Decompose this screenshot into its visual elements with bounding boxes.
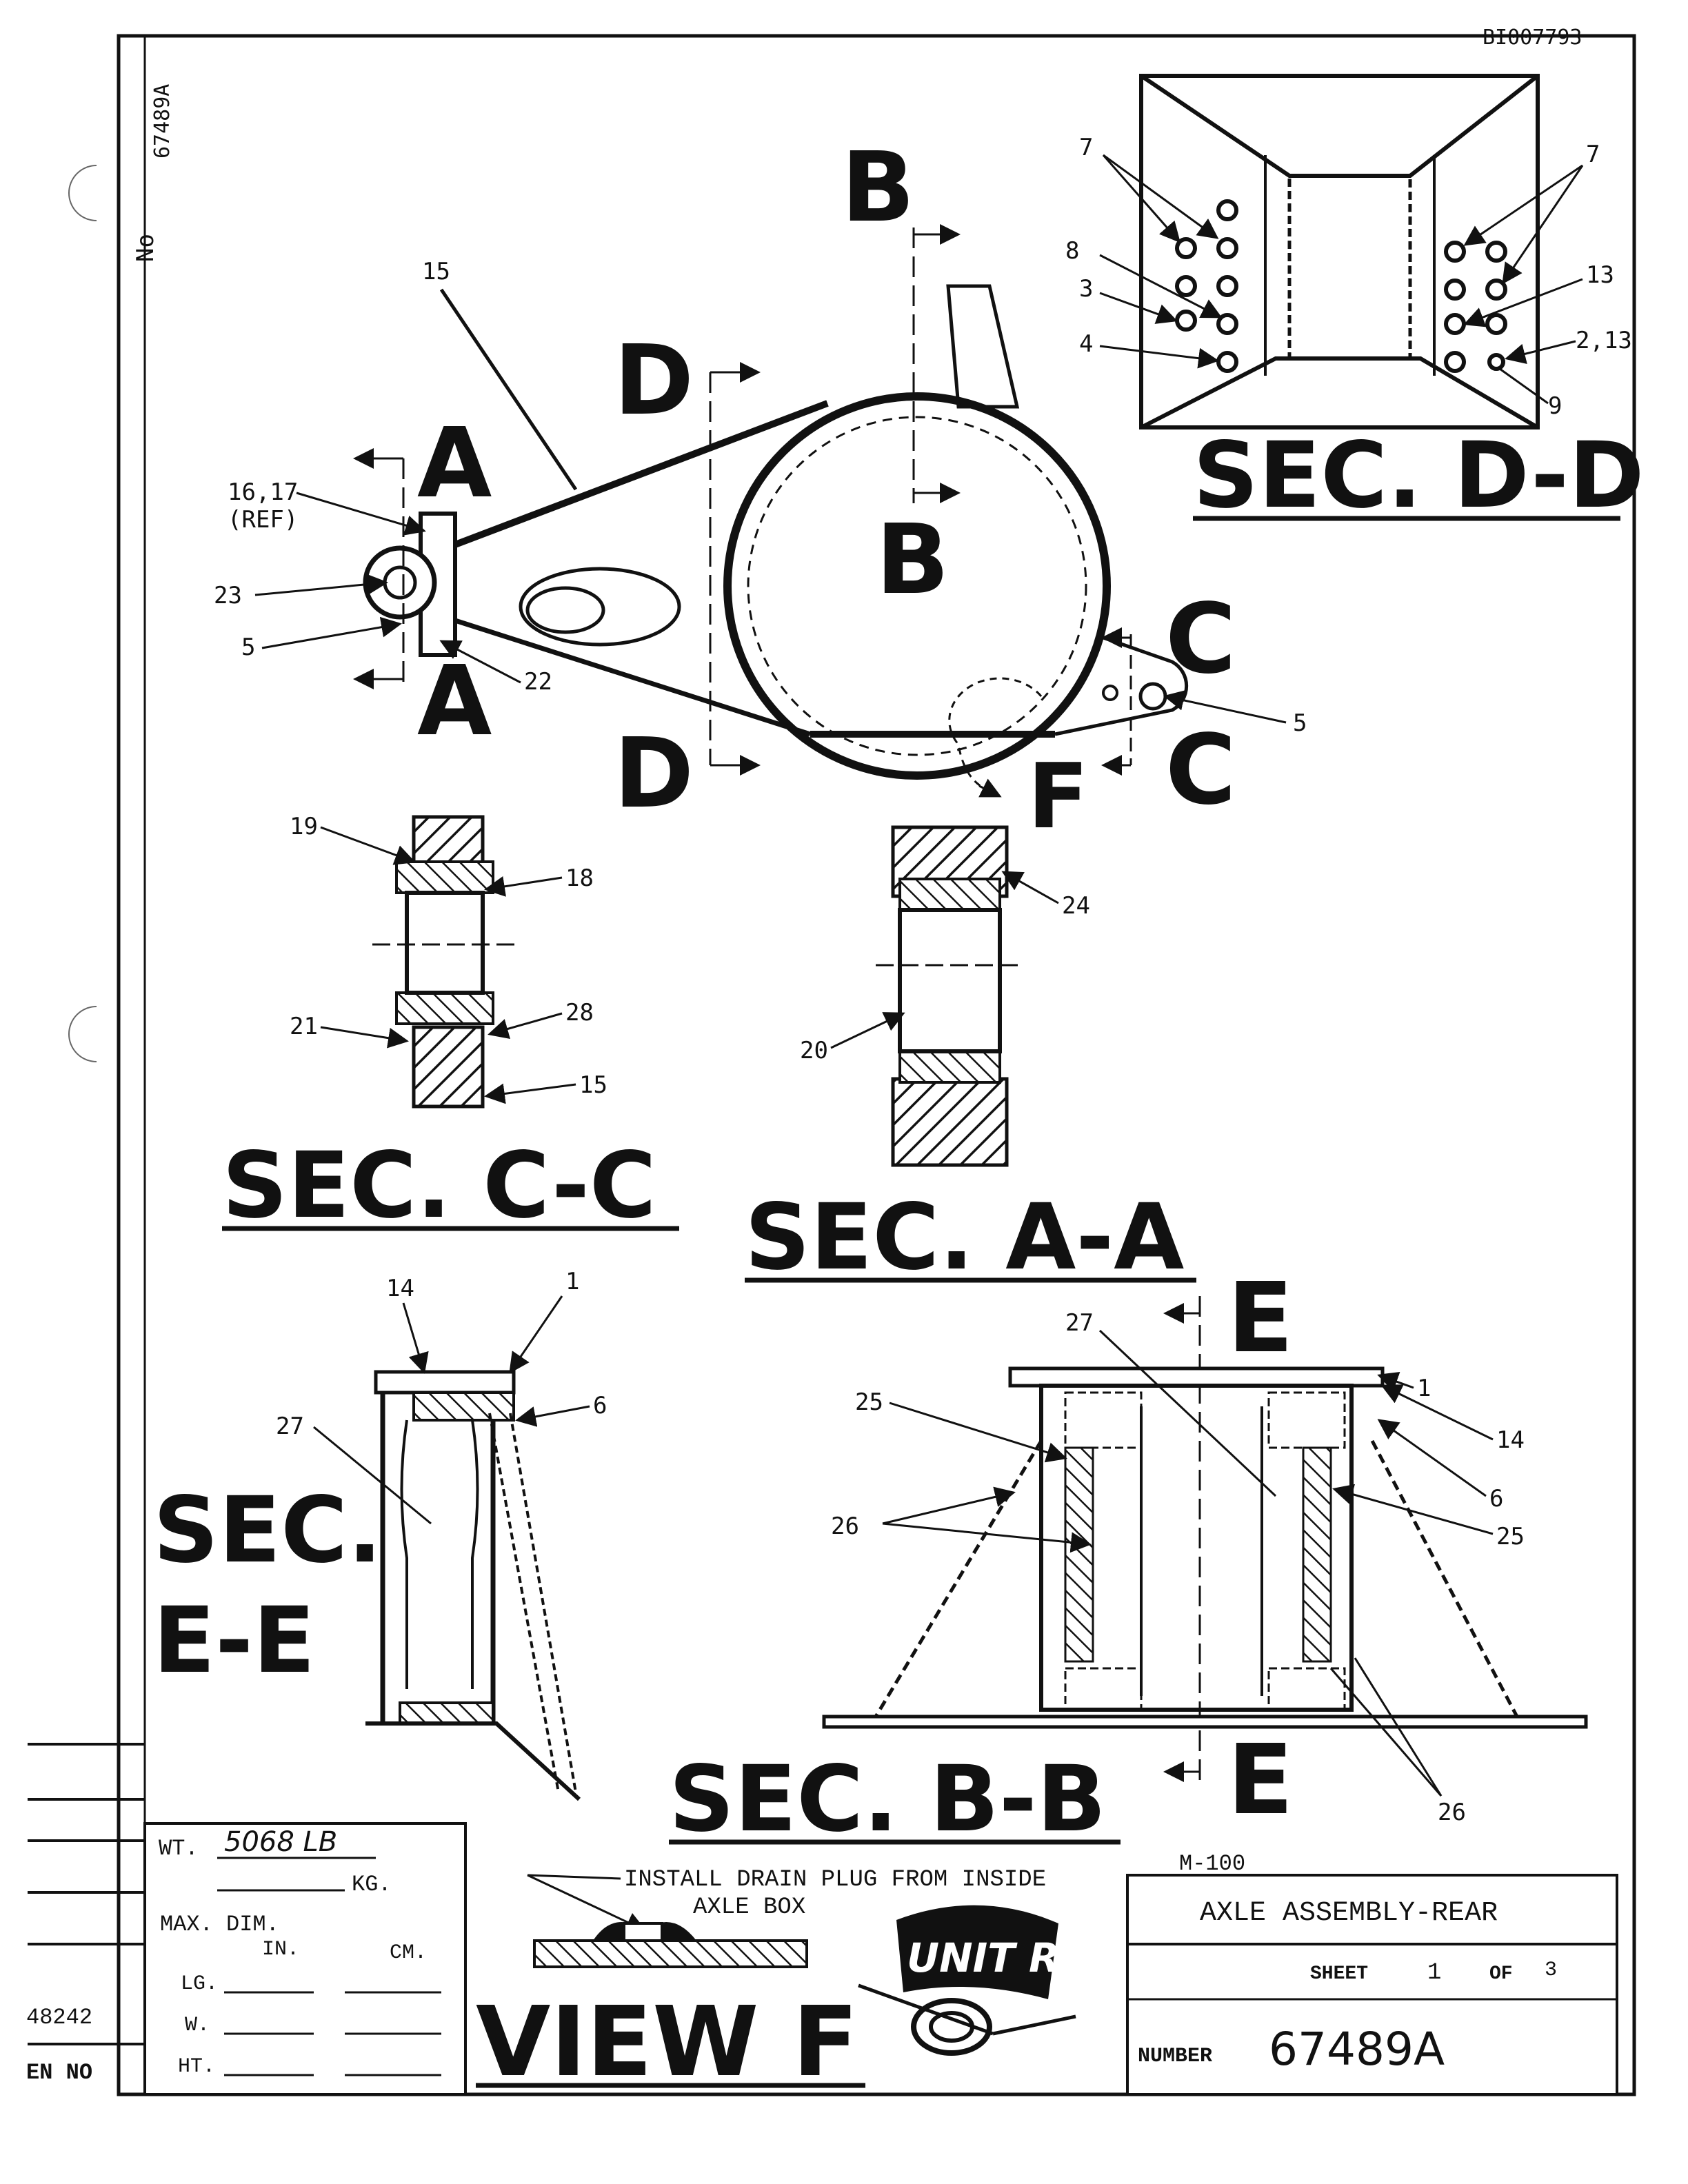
callout-15-top: 15 <box>422 258 450 285</box>
title-sec-ee-line1: SEC. <box>153 1477 382 1584</box>
section-aa-view: 24 20 SEC. A-A <box>745 825 1196 1291</box>
bb-callout-6: 6 <box>1489 1485 1503 1513</box>
cc-callout-21: 21 <box>290 1013 318 1040</box>
sheet-number: 1 <box>1427 1960 1441 1986</box>
cc-callout-28: 28 <box>565 999 594 1027</box>
unit-rig-logo: UNIT RIG <box>858 1905 1107 2056</box>
marker-a-bottom: A <box>417 645 492 758</box>
margin-number: 67489A <box>150 84 174 159</box>
bb-callout-26-right: 26 <box>1438 1799 1466 1826</box>
kg-label: KG. <box>352 1872 392 1897</box>
drawing-border <box>117 34 1636 2096</box>
dd-callout-2-13: 2,13 <box>1576 327 1632 354</box>
doc-id: BI007793 <box>1483 26 1582 50</box>
bb-callout-25-left: 25 <box>855 1388 883 1416</box>
bb-callout-1: 1 <box>1417 1375 1431 1402</box>
marker-c-top: C <box>1165 583 1236 696</box>
lg-label: LG. <box>181 1972 218 1996</box>
main-view-callouts: 15 16,17 (REF) 23 5 22 5 <box>214 258 1307 737</box>
marker-a-top: A <box>417 407 492 520</box>
w-label: W. <box>185 2014 210 2037</box>
section-cc-view: 19 18 21 28 15 SEC. C-C <box>222 813 679 1239</box>
callout-ref: (REF) <box>228 506 298 534</box>
callout-22: 22 <box>524 668 552 696</box>
wt-label: WT. <box>159 1836 199 1861</box>
bb-callout-27: 27 <box>1065 1309 1094 1337</box>
drawing-number: 67489A <box>1269 2023 1445 2076</box>
title-sec-dd: SEC. D-D <box>1193 423 1645 529</box>
sheet-label: SHEET <box>1310 1963 1368 1985</box>
aa-callout-20: 20 <box>800 1037 828 1064</box>
in-label: IN. <box>262 1938 299 1961</box>
cc-callout-19: 19 <box>290 813 318 840</box>
section-bb-view: 27 1 14 6 25 26 25 26 SEC. B-B <box>669 1309 1588 1852</box>
section-markers: B B D D A A C C F E E <box>417 132 1294 1837</box>
revision-strip: 48242 EN NO <box>26 1743 145 2085</box>
number-label: NUMBER <box>1138 2045 1212 2068</box>
dd-callout-3: 3 <box>1079 275 1093 303</box>
ee-callout-14: 14 <box>386 1275 414 1302</box>
section-dd-view: 7 8 3 4 7 13 2,13 9 SEC. D-D <box>1065 74 1645 529</box>
title-sec-aa: SEC. A-A <box>745 1184 1184 1291</box>
ee-callout-27: 27 <box>276 1413 304 1440</box>
margin-no: No <box>132 234 159 262</box>
marker-e-top: E <box>1227 1262 1294 1375</box>
model-label: M-100 <box>1179 1851 1245 1877</box>
title-block-right: M-100 AXLE ASSEMBLY-REAR SHEET 1 OF 3 NU… <box>1126 1851 1618 2096</box>
note-line1: INSTALL DRAIN PLUG FROM INSIDE <box>624 1867 1046 1893</box>
dd-callout-8: 8 <box>1065 237 1079 265</box>
section-ee-view: 14 1 6 27 SEC. E-E <box>153 1268 607 1801</box>
title-sec-bb: SEC. B-B <box>669 1746 1106 1852</box>
dd-callout-4: 4 <box>1079 330 1093 358</box>
marker-d-top: D <box>614 325 694 437</box>
callout-5-right: 5 <box>1293 709 1307 737</box>
marker-e-bottom: E <box>1227 1724 1294 1837</box>
aa-callout-24: 24 <box>1062 892 1090 920</box>
left-en-no: EN NO <box>26 2060 92 2085</box>
title-sec-ee-line2: E-E <box>153 1588 315 1694</box>
callout-23: 23 <box>214 582 242 609</box>
bb-callout-26-left: 26 <box>831 1513 859 1540</box>
ee-callout-6: 6 <box>593 1392 607 1419</box>
dd-callout-9: 9 <box>1548 392 1562 420</box>
dd-callout-7-right: 7 <box>1586 141 1600 168</box>
marker-d-bottom: D <box>614 718 694 830</box>
title-sec-cc: SEC. C-C <box>222 1133 656 1239</box>
bb-callout-14: 14 <box>1496 1426 1525 1454</box>
title-block-left: WT. 5068 LB KG. MAX. DIM. IN. CM. LG. W.… <box>143 1822 467 2096</box>
marker-b-mid: B <box>876 504 950 616</box>
dd-callout-13: 13 <box>1586 261 1614 289</box>
of-label: OF <box>1489 1963 1513 1985</box>
note-line2: AXLE BOX <box>693 1894 805 1921</box>
logo-text: UNIT RIG <box>907 1934 1107 1981</box>
binder-hole-bottom <box>68 1006 97 1062</box>
marker-f: F <box>1027 744 1089 849</box>
max-dim-label: MAX. DIM. <box>160 1912 279 1937</box>
cc-callout-18: 18 <box>565 865 594 892</box>
binder-hole-top <box>68 165 97 221</box>
callout-5-left: 5 <box>241 634 255 661</box>
cc-callout-15: 15 <box>579 1071 607 1099</box>
dd-callout-7-left: 7 <box>1079 134 1093 161</box>
left-number: 48242 <box>26 2005 92 2030</box>
title-view-f: VIEW F <box>476 1986 858 2099</box>
bb-callout-25-right: 25 <box>1496 1523 1525 1550</box>
marker-b-top: B <box>841 132 915 244</box>
ht-label: HT. <box>178 2055 215 2079</box>
sheet-total: 3 <box>1545 1959 1557 1982</box>
callout-16-17: 16,17 <box>228 478 298 506</box>
drawing-title: AXLE ASSEMBLY-REAR <box>1200 1898 1498 1929</box>
cm-label: CM. <box>390 1941 427 1965</box>
view-f: INSTALL DRAIN PLUG FROM INSIDE AXLE BOX … <box>476 1867 1046 2099</box>
wt-value: 5068 LB <box>224 1826 337 1858</box>
ee-callout-1: 1 <box>565 1268 579 1295</box>
marker-c-bottom: C <box>1165 714 1236 827</box>
